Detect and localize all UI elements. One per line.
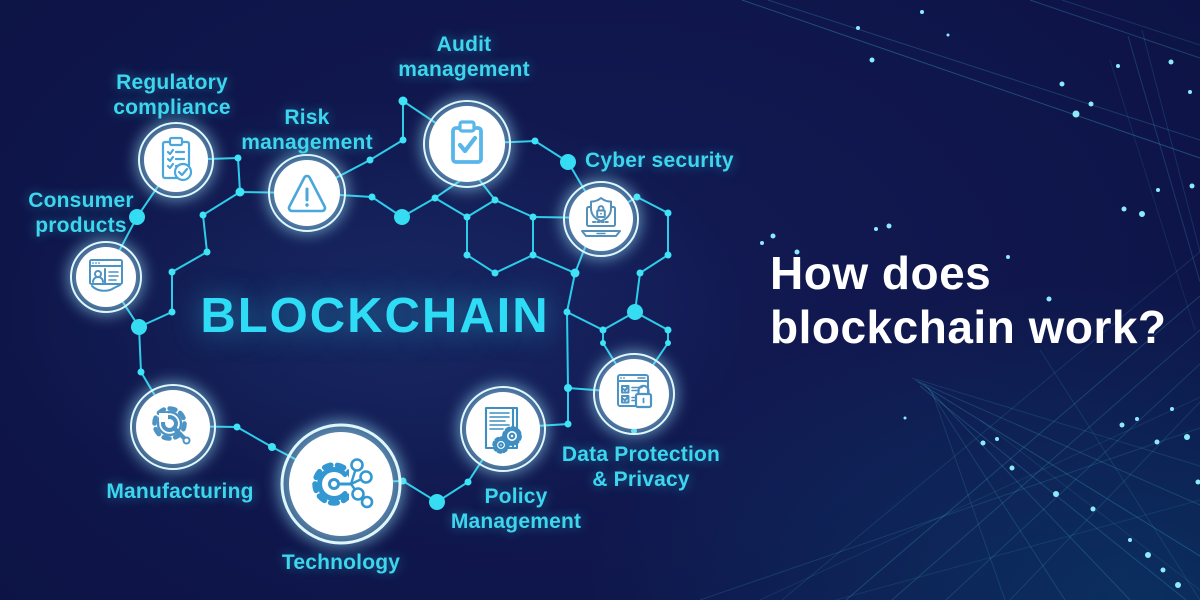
hex-network-hub-dots <box>129 154 643 510</box>
laptop-shield-lock-icon <box>581 197 621 237</box>
label-technology: Technology <box>281 551 401 574</box>
clipboard-check-icon <box>451 120 483 164</box>
label-regulatory-compliance: Regulatory compliance <box>113 71 231 119</box>
node-data-protection-circle <box>590 350 678 438</box>
label-cyber-security: Cyber security <box>585 149 734 172</box>
browser-user-icon <box>89 259 123 292</box>
form-lock-icon <box>617 374 653 409</box>
gear-network-icon <box>312 458 375 510</box>
page-title: How does blockchain work? <box>770 246 1200 354</box>
label-policy-management: Policy Management <box>450 485 582 533</box>
page-title-line2: blockchain work? <box>770 301 1167 353</box>
warning-triangle-icon <box>287 174 327 213</box>
clipboard-checklist-icon <box>161 136 193 182</box>
blockchain-center-title: BLOCKCHAIN <box>200 289 550 343</box>
node-audit-management-circle <box>420 97 514 191</box>
background-streak-lines <box>699 0 1200 600</box>
background-particle-dots <box>760 10 1200 588</box>
gear-wrench-icon <box>152 406 191 445</box>
document-gears-icon <box>484 406 522 454</box>
node-icons <box>89 120 653 510</box>
hex-network-vertex-dots <box>137 96 672 486</box>
label-consumer-products: Consumer products <box>28 189 134 237</box>
label-risk-management: Risk management <box>241 106 373 154</box>
label-audit-management: Audit management <box>398 33 530 81</box>
label-manufacturing: Manufacturing <box>106 480 254 503</box>
page-title-line1: How does <box>770 247 992 299</box>
label-data-protection-privacy: Data Protection & Privacy <box>561 443 721 491</box>
